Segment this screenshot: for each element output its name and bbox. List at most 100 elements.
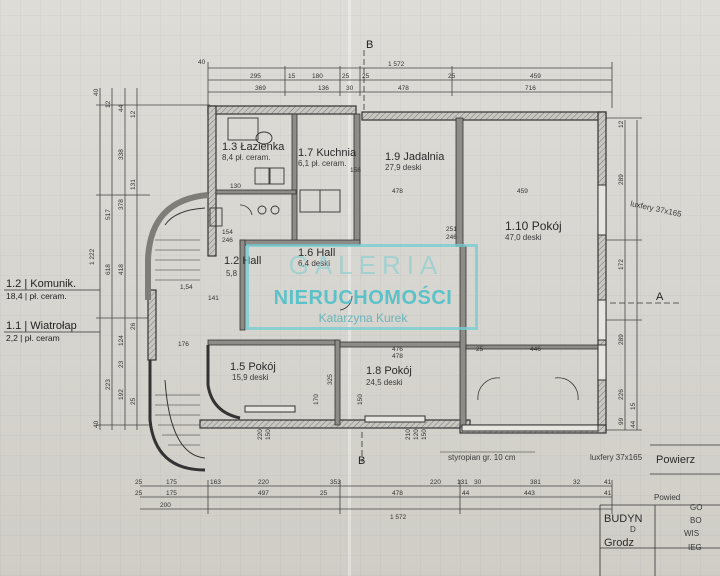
dim-right-6: 15: [630, 402, 637, 410]
title-block: [599, 444, 720, 576]
dim-bottom-r1-5: 220: [430, 479, 441, 486]
dim-int-16: 120: [413, 429, 420, 440]
dim-top-r1-2: 180: [312, 73, 323, 80]
dim-right-4: 226: [618, 389, 625, 400]
dim-right-0: 12: [618, 120, 625, 128]
section-a: A: [656, 291, 664, 303]
dim-right-2: 172: [618, 259, 625, 270]
bo-label: BO: [690, 516, 702, 525]
dim-bottom-r2-0: 25: [135, 490, 143, 497]
dim-left-13: 223: [105, 379, 112, 390]
dim-int-2: 459: [517, 188, 528, 195]
dim-top-r1-5: 25: [448, 73, 456, 80]
dim-int-9: 478: [392, 353, 403, 360]
dim-bottom-r1-0: 25: [135, 479, 143, 486]
dim-top-r1-0: 295: [250, 73, 261, 80]
paper-fold: [348, 0, 351, 576]
dim-left-4: 338: [118, 149, 125, 160]
room-pokoj110-area: 47,0 deski: [505, 233, 542, 242]
bay-curve: [206, 345, 241, 420]
dimension-lines-top: [207, 62, 613, 108]
dim-top-r2-0: 369: [255, 85, 266, 92]
dim-int-13: 220: [257, 429, 264, 440]
dim-left-11: 26: [130, 322, 137, 330]
dim-bottom-r2-7: 41: [604, 490, 612, 497]
powierz-label: Powierz: [656, 454, 695, 466]
room-pokoj110-label: 1.10 Pokój: [505, 219, 562, 233]
dim-top-left-edge: 40: [198, 59, 206, 66]
dim-top-r1-6: 459: [530, 73, 541, 80]
room-kuchnia-area: 6,1 pł. ceram.: [298, 159, 346, 168]
grodz-label: Grodz: [604, 537, 634, 549]
section-b-top: B: [366, 39, 373, 51]
section-b-bottom: B: [358, 455, 365, 467]
section-lines: [361, 50, 680, 462]
dim-bottom-r2-5: 44: [462, 490, 470, 497]
dim-int-20: 176: [178, 341, 189, 348]
side-wiatrolap-label: 1.1 | Wiatrołap: [6, 320, 77, 332]
room-hall12-label: 1.2 Hall: [224, 255, 261, 267]
room-hall16-label: 1.6 Hall: [298, 247, 335, 259]
dim-bottom-r2-3: 25: [320, 490, 328, 497]
dim-bottom-r1-10: 41: [604, 479, 612, 486]
dim-int-18: 1,54: [180, 284, 193, 291]
windows: [244, 184, 607, 432]
dimension-lines-bottom: [140, 480, 613, 514]
dim-bottom-r1-2: 163: [210, 479, 221, 486]
dim-int-14: 150: [265, 429, 272, 440]
dim-bottom-r1-8: 381: [530, 479, 541, 486]
side-wiatrolap-area: 2,2 | pł. ceram: [6, 333, 60, 343]
fixtures: [209, 117, 341, 227]
styropian-note: styropian gr. 10 cm: [448, 453, 516, 462]
watermark-sub: Katarzyna Kurek: [318, 311, 408, 325]
dimension-lines-right: [605, 117, 642, 431]
stair-tower: [145, 192, 209, 472]
powied-label: Powied: [654, 493, 680, 502]
door-swings: [239, 204, 579, 401]
dim-int-5: 156: [350, 167, 361, 174]
dim-bottom-r2-2: 497: [258, 490, 269, 497]
dim-top-r2-1: 136: [318, 85, 329, 92]
dim-top-r2-4: 716: [525, 85, 536, 92]
dim-top-r2-2: 30: [346, 85, 354, 92]
dim-left-10: 124: [118, 335, 125, 346]
dim-bottom-r1-3: 220: [258, 479, 269, 486]
watermark-top: GALERIA: [288, 250, 444, 280]
dim-top-r2-3: 478: [398, 85, 409, 92]
room-lazienka-label: 1.3 Łazienka: [222, 141, 285, 153]
dim-bottom-r1-9: 32: [573, 479, 581, 486]
dim-right-1: 289: [618, 174, 625, 185]
dim-left-5: 517: [105, 209, 112, 220]
room-pokoj15-area: 15,9 deski: [232, 373, 269, 382]
watermark-frame: [246, 244, 478, 330]
dim-interior-group: 130 478 459 251 246 156 154 246 476 478 …: [178, 167, 541, 440]
luxfery-top-note: luxfery 37x165: [630, 199, 683, 219]
dim-int-8: 476: [392, 346, 403, 353]
dim-left-2: 44: [118, 104, 125, 112]
room-pokoj18-label: 1.8 Pokój: [366, 365, 412, 377]
dim-top-r1-1: 15: [288, 73, 296, 80]
room-jadalnia-area: 27,9 deski: [385, 163, 422, 172]
dim-left-7: 131: [130, 179, 137, 190]
dim-int-22: 150: [357, 394, 364, 405]
dim-int-19: 141: [208, 295, 219, 302]
dim-right-5: 99: [618, 417, 625, 425]
room-jadalnia-label: 1.9 Jadalnia: [385, 151, 445, 163]
side-komunik-label: 1.2 | Komunik.: [6, 278, 76, 290]
dim-bottom-r2-6: 443: [524, 490, 535, 497]
budyn-label: BUDYN: [604, 513, 643, 525]
dim-bottom-r1-7: 30: [474, 479, 482, 486]
dim-bottom-r2-1: 175: [166, 490, 177, 497]
luxfery-bottom-note: luxfery 37x165: [590, 453, 643, 462]
room-hall12-area: 5,8: [226, 269, 238, 278]
dim-left-0: 40: [93, 88, 100, 96]
dim-left-3: 12: [130, 110, 137, 118]
dim-int-1: 478: [392, 188, 403, 195]
dim-bottom-r2-4: 478: [392, 490, 403, 497]
ieg-label: IEG: [688, 543, 702, 552]
dim-int-0: 130: [230, 183, 241, 190]
dim-right-group: 12 289 172 289 226 99 15 44: [618, 120, 637, 428]
room-hall16-area: 6,4 deski: [298, 259, 330, 268]
room-kuchnia-label: 1.7 Kuchnia: [298, 147, 357, 159]
